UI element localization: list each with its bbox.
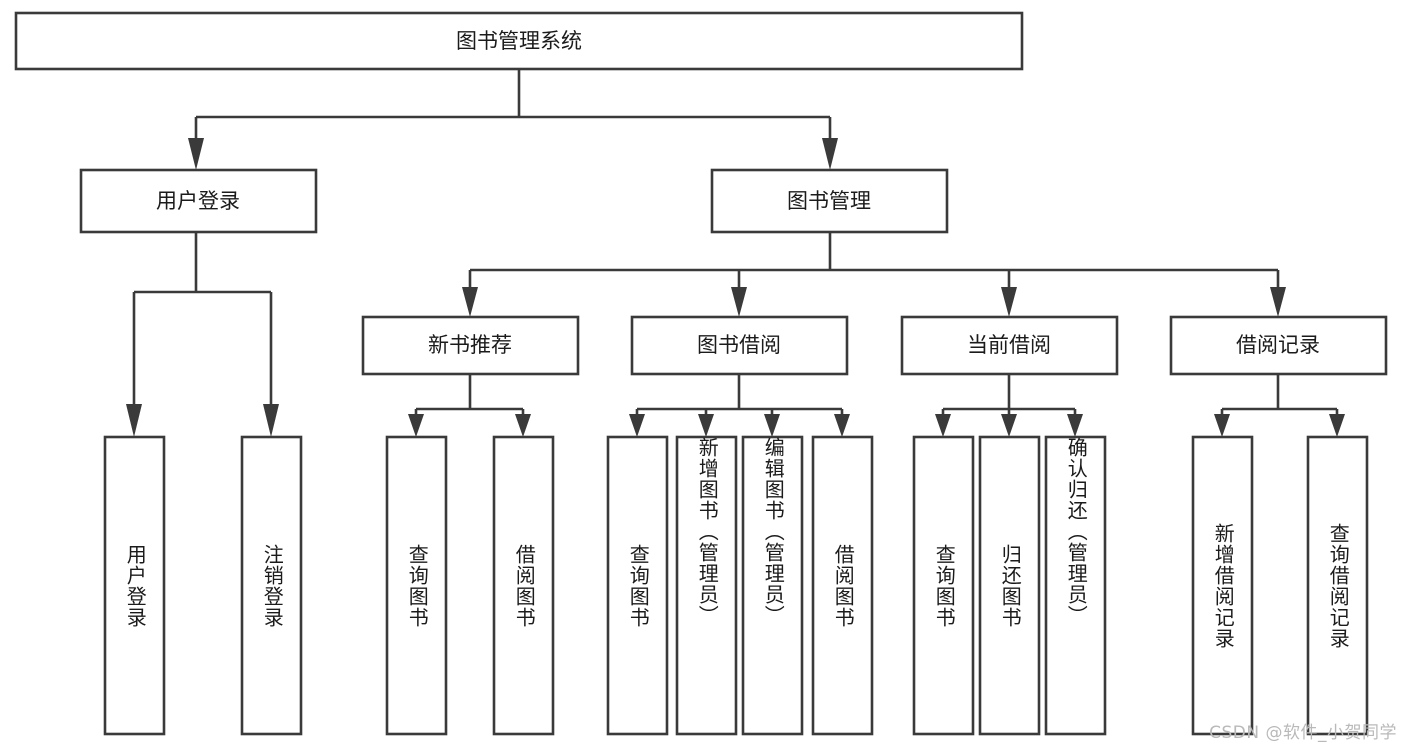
arrow-cb-2 — [1001, 414, 1017, 437]
node-root[interactable] — [14, 11, 1024, 71]
leaf-user-login-2[interactable] — [240, 435, 303, 736]
arrow-bb-4 — [834, 414, 850, 437]
arrow-nbr-1 — [408, 414, 424, 437]
connector-layer — [126, 69, 1345, 437]
arrow-bb-1 — [629, 414, 645, 437]
leaf-current-borrow-2[interactable] — [978, 435, 1041, 736]
node-book-manage-label: 图书管理 — [787, 189, 871, 213]
node-current-borrow-label: 当前借阅 — [967, 333, 1051, 357]
arrow-user-login — [188, 138, 204, 170]
node-root-label: 图书管理系统 — [456, 29, 582, 53]
node-borrow-record[interactable] — [1169, 315, 1388, 376]
arrow-ul-1 — [126, 404, 142, 437]
node-book-borrow[interactable] — [630, 315, 849, 376]
arrow-nbr-2 — [515, 414, 531, 437]
watermark-text: CSDN @软件_小贺同学 — [1209, 723, 1397, 743]
arrow-br-1 — [1214, 414, 1230, 437]
node-new-book-recommend-label: 新书推荐 — [428, 333, 512, 357]
arrow-bb-2 — [698, 414, 714, 437]
node-borrow-record-label: 借阅记录 — [1236, 333, 1320, 357]
leaf-book-borrow-3[interactable] — [741, 435, 804, 736]
node-layer: 图书管理系统 用户登录 图书管理 新书推荐 图书借阅 当前借阅 借阅记录 — [14, 11, 1388, 736]
leaf-borrow-record-1[interactable] — [1191, 435, 1254, 736]
arrow-bb-3 — [764, 414, 780, 437]
arrow-cb-1 — [935, 414, 951, 437]
arrow-ul-2 — [263, 404, 279, 437]
leaf-current-borrow-1[interactable] — [912, 435, 975, 736]
arrow-l3-1 — [462, 287, 478, 317]
leaf-book-borrow-1[interactable] — [606, 435, 669, 736]
leaf-book-borrow-4[interactable] — [811, 435, 874, 736]
leaf-user-login-1[interactable] — [103, 435, 166, 736]
arrow-cb-3 — [1067, 414, 1083, 437]
node-book-manage[interactable] — [710, 168, 949, 234]
arrow-l3-2 — [731, 287, 747, 317]
leaf-current-borrow-3[interactable] — [1044, 435, 1107, 736]
arrow-book-manage — [822, 138, 838, 170]
node-user-login[interactable] — [79, 168, 318, 234]
node-book-borrow-label: 图书借阅 — [697, 333, 781, 357]
arrow-l3-4 — [1270, 287, 1286, 317]
node-user-login-label: 用户登录 — [156, 189, 240, 213]
leaf-borrow-record-2[interactable] — [1306, 435, 1369, 736]
arrow-br-2 — [1329, 414, 1345, 437]
node-current-borrow[interactable] — [900, 315, 1119, 376]
leaf-new-book-recommend-2[interactable] — [492, 435, 555, 736]
node-new-book-recommend[interactable] — [361, 315, 580, 376]
arrow-l3-3 — [1001, 287, 1017, 317]
leaf-book-borrow-2[interactable] — [675, 435, 738, 736]
leaf-new-book-recommend-1[interactable] — [385, 435, 448, 736]
